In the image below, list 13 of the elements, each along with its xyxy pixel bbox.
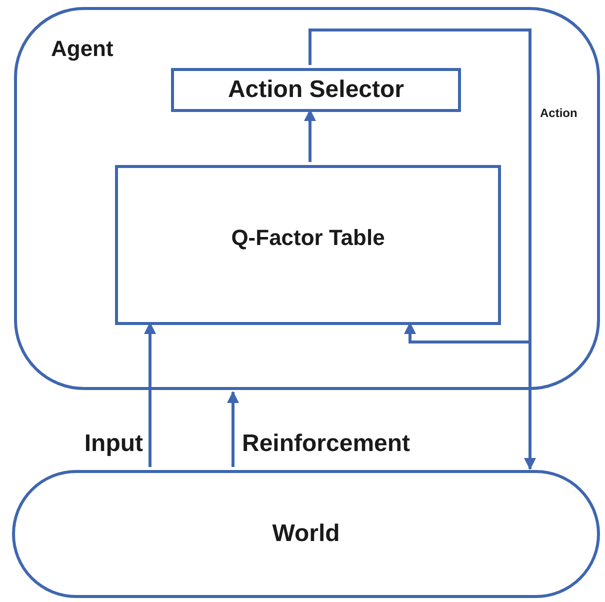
arrow	[308, 28, 532, 344]
rounded-box	[12, 470, 600, 598]
arrow	[144, 322, 156, 467]
process-box	[115, 165, 501, 325]
group-box	[14, 7, 600, 390]
node-label: Q-Factor Table	[231, 225, 385, 251]
node-label: World	[272, 520, 340, 548]
edge-label: Action	[540, 106, 578, 120]
arrow	[227, 391, 239, 467]
arrow	[304, 109, 316, 162]
node-label: Agent	[51, 36, 114, 62]
process-box	[171, 68, 461, 112]
node-label: Action Selector	[228, 76, 404, 104]
